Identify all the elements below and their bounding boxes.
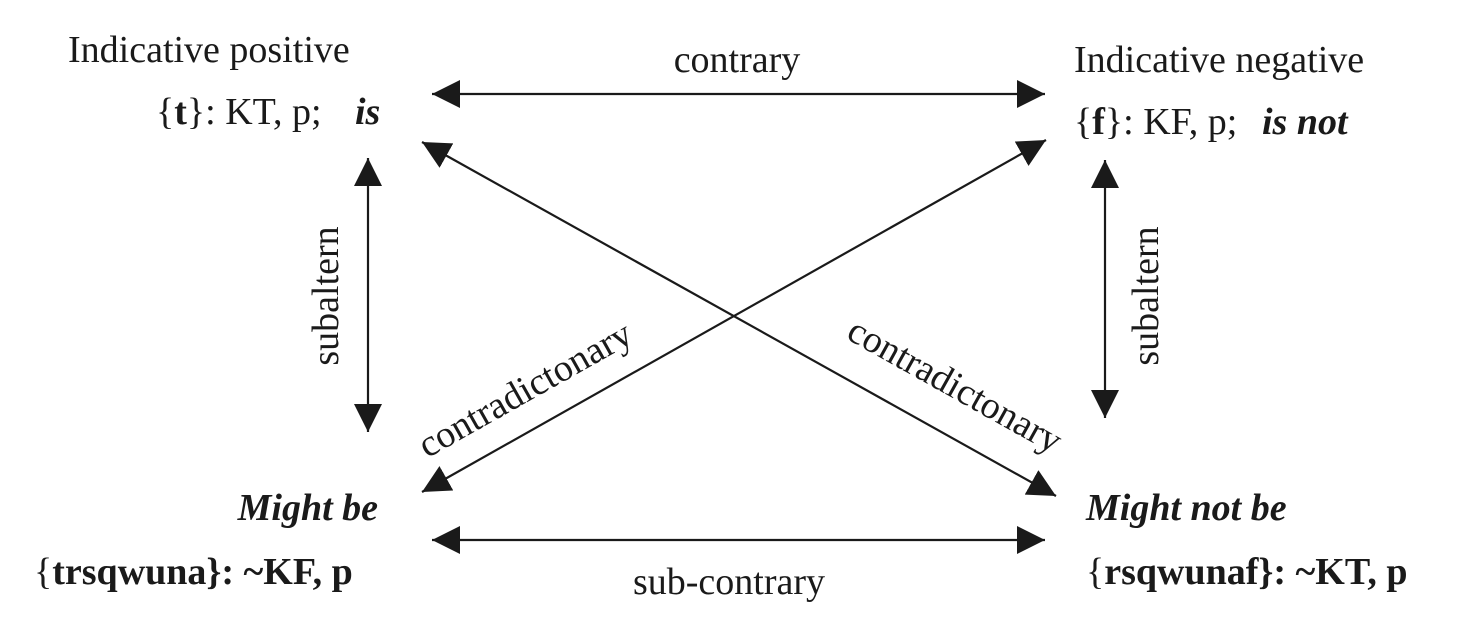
bottom-left-title: Might be: [237, 487, 379, 529]
top-left-word: is: [355, 91, 380, 133]
bottom-left-formula: {trsqwuna}: ~KF, p: [34, 551, 353, 593]
bottom-right-title: Might not be: [1085, 487, 1287, 529]
formula-rest: }: ~KF, p: [206, 551, 352, 593]
formula-rest: }: KF, p;: [1105, 101, 1237, 143]
set-label: rsqwunaf: [1104, 551, 1259, 593]
brace-open: {: [34, 551, 52, 593]
brace-open: {: [1086, 551, 1104, 593]
rising-contradictory-arrow: [421, 139, 1047, 493]
bottom-right-formula: {rsqwunaf}: ~KT, p: [1086, 551, 1408, 593]
top-right-title: Indicative negative: [1074, 39, 1364, 81]
left-subaltern-label: subaltern: [305, 226, 347, 365]
contrary-label: contrary: [674, 39, 801, 81]
falling-contradictory-arrow: [421, 141, 1057, 497]
sub-contrary-label: sub-contrary: [633, 561, 825, 603]
top-right-word: is not: [1262, 101, 1349, 143]
set-label: trsqwuna: [52, 551, 206, 593]
brace-open: {: [1074, 101, 1092, 143]
brace-open: {: [156, 91, 174, 133]
top-left-title: Indicative positive: [68, 29, 350, 71]
formula-rest: }: ~KT, p: [1258, 551, 1407, 593]
set-label: t: [174, 91, 187, 133]
set-label: f: [1092, 101, 1106, 143]
top-left-formula: {t}: KT, p;: [156, 91, 322, 133]
formula-rest: }: KT, p;: [187, 91, 322, 133]
top-right-formula: {f}: KF, p;: [1074, 101, 1237, 143]
right-subaltern-label: subaltern: [1125, 226, 1167, 365]
